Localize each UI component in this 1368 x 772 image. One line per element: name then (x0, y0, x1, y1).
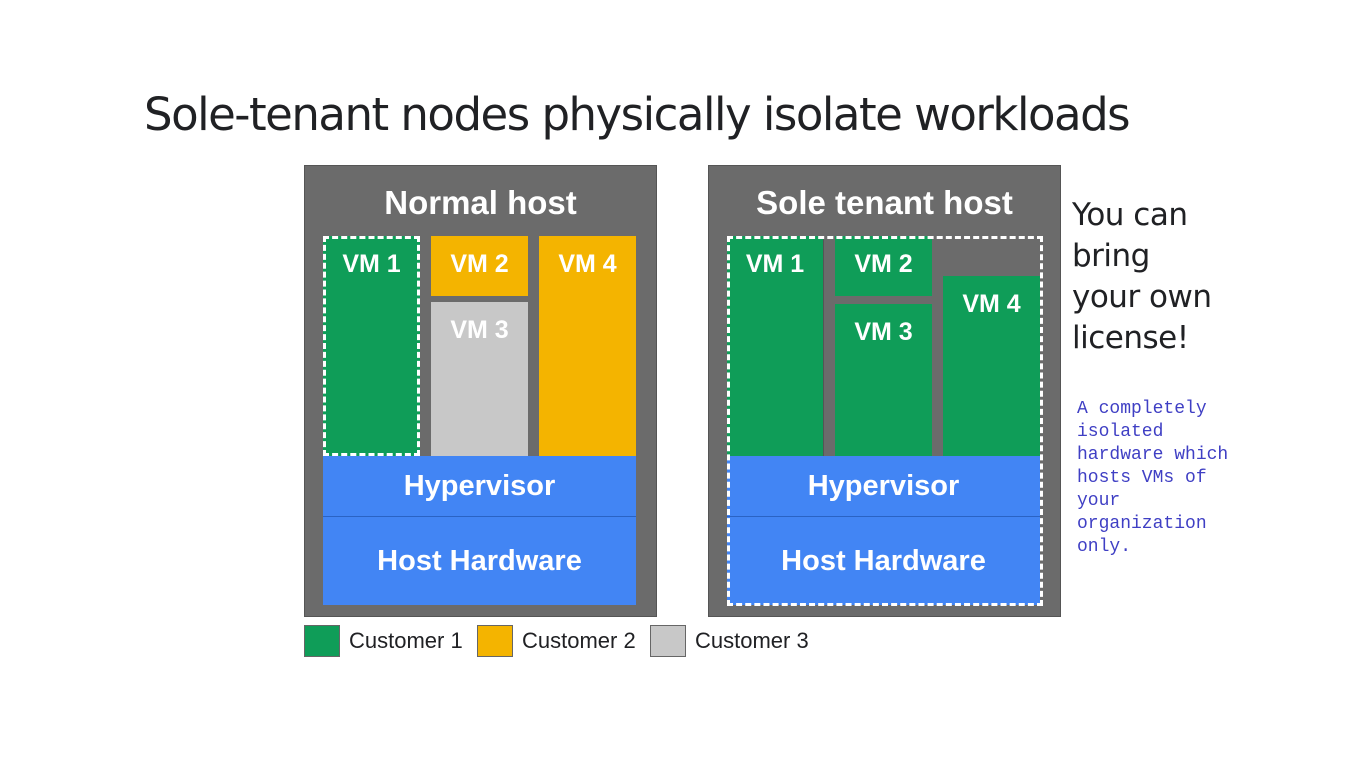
sole-host-hardware: Host Hardware (727, 517, 1040, 605)
isolation-note: A completely isolated hardware which hos… (1077, 398, 1267, 559)
normal-hypervisor: Hypervisor (323, 456, 636, 517)
sole-host-hardware-label: Host Hardware (781, 544, 986, 577)
byol-callout: You can bring your own license! (1072, 195, 1212, 359)
isolation-note-line: organization (1077, 514, 1207, 534)
normal-vm1: VM 1 (323, 236, 420, 456)
isolation-note-line: isolated (1077, 422, 1164, 442)
sole-vm3: VM 3 (835, 304, 932, 456)
legend-customer-2: Customer 2 (477, 624, 636, 658)
sole-vm1-label: VM 1 (745, 250, 805, 278)
isolation-note-line: hardware which (1077, 445, 1229, 465)
normal-vm2: VM 2 (431, 236, 528, 296)
isolation-note-line: hosts VMs of (1077, 468, 1207, 488)
normal-vm3-label: VM 3 (450, 316, 509, 344)
legend-customer-3: Customer 3 (650, 624, 809, 658)
sole-vm3-label: VM 3 (854, 318, 913, 346)
legend-swatch-customer-1 (304, 625, 340, 657)
byol-callout-line: your own (1072, 279, 1212, 315)
normal-hypervisor-label: Hypervisor (403, 469, 556, 502)
normal-vm2-label: VM 2 (450, 250, 509, 278)
normal-vm4-label: VM 4 (558, 250, 617, 278)
sole-vm2: VM 2 (835, 236, 932, 296)
legend-swatch-customer-2 (477, 625, 513, 657)
normal-vm4: VM 4 (539, 236, 636, 456)
normal-vm1-label: VM 1 (342, 250, 401, 278)
normal-host-hardware: Host Hardware (323, 517, 636, 605)
isolation-note-line: only. (1077, 537, 1132, 557)
byol-callout-line: You can (1072, 197, 1188, 233)
sole-vm4: VM 4 (943, 276, 1040, 456)
sole-hypervisor: Hypervisor (727, 456, 1040, 517)
sole-tenant-host-title: Sole tenant host (756, 184, 1013, 221)
legend-label-customer-2: Customer 2 (522, 628, 636, 653)
sole-hypervisor-label: Hypervisor (807, 469, 960, 502)
legend-label-customer-1: Customer 1 (349, 628, 463, 653)
sole-vm4-label: VM 4 (962, 290, 1021, 318)
legend-customer-1: Customer 1 (304, 624, 463, 658)
byol-callout-line: license! (1072, 320, 1189, 356)
normal-host-hardware-label: Host Hardware (377, 544, 582, 577)
normal-vm3: VM 3 (431, 302, 528, 456)
sole-vm2-label: VM 2 (854, 250, 913, 278)
legend-label-customer-3: Customer 3 (695, 628, 809, 653)
isolation-note-line: your (1077, 491, 1121, 511)
sole-vm1: VM 1 (727, 236, 824, 456)
slide-title: Sole-tenant nodes physically isolate wor… (144, 88, 1131, 141)
isolation-note-line: A completely (1077, 399, 1207, 419)
byol-callout-line: bring (1072, 238, 1150, 274)
normal-host-panel: Normal host VM 1 VM 2 VM 3 VM 4 Hypervis… (304, 165, 657, 617)
sole-tenant-host-panel: Sole tenant host VM 1 VM 2 VM 3 VM 4 Hyp… (708, 165, 1061, 617)
legend-swatch-customer-3 (650, 625, 686, 657)
normal-host-title: Normal host (384, 184, 577, 221)
